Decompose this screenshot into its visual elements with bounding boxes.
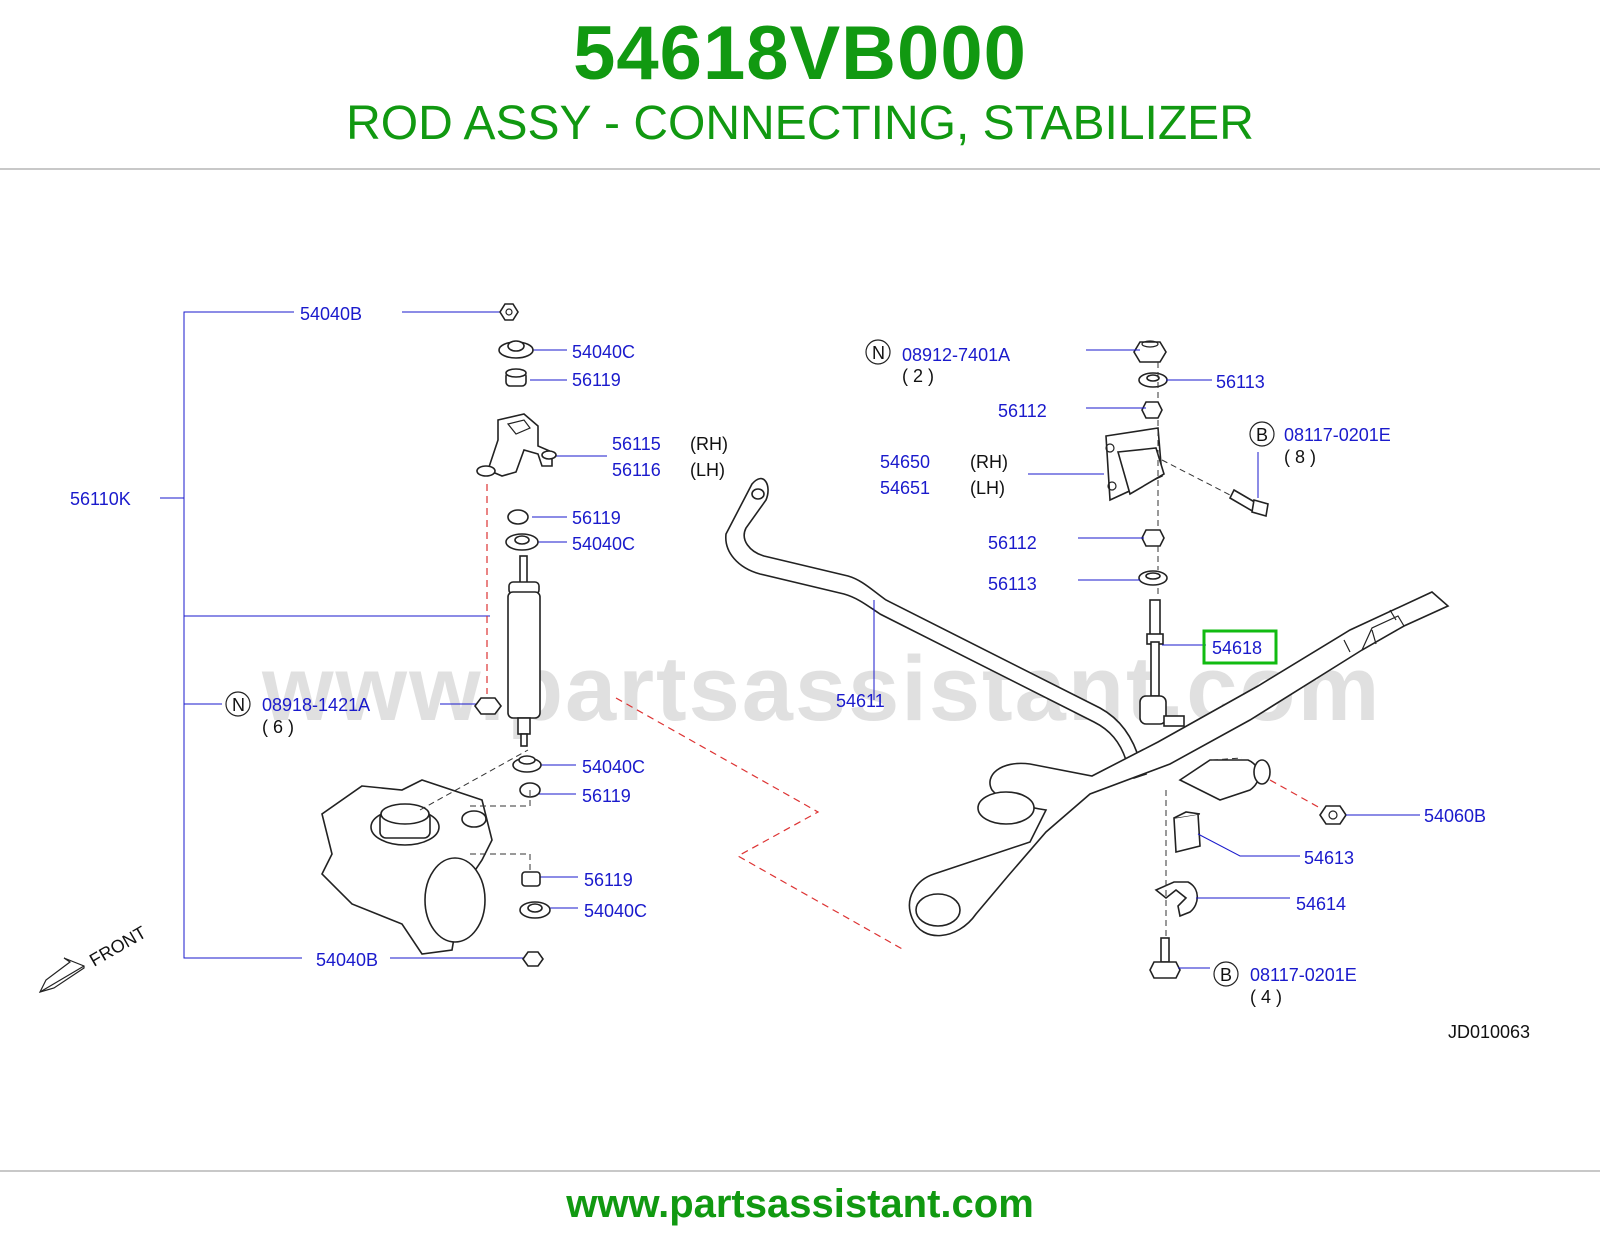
- connecting-rod-54618: [1139, 599, 1185, 727]
- label-54040c-2[interactable]: 54040C: [572, 534, 635, 554]
- label-54613[interactable]: 54613: [1304, 848, 1354, 868]
- badge-n-icon: [225, 691, 251, 717]
- label-56115[interactable]: 56115: [612, 434, 661, 454]
- label-54650[interactable]: 54650: [880, 452, 930, 472]
- label-56119-3[interactable]: 56119: [582, 786, 631, 806]
- label-56112-1[interactable]: 56112: [998, 401, 1047, 421]
- label-56119-4[interactable]: 56119: [584, 870, 633, 890]
- badge-b-icon-2: [1213, 961, 1239, 987]
- part-number: 54618VB000: [573, 11, 1027, 96]
- label-54040c-3[interactable]: 54040C: [582, 757, 645, 777]
- lower-control-arm: [908, 591, 1450, 937]
- qty-08918: ( 6 ): [262, 717, 294, 737]
- mount-bracket-54650: [1105, 427, 1165, 502]
- washer-56113-1: [1138, 372, 1168, 388]
- shock-mount-bracket: [476, 413, 557, 477]
- bushing-56112-2: [1141, 529, 1165, 547]
- nut-54040b-top: [499, 303, 519, 321]
- bushing-56119-4: [521, 871, 541, 887]
- label-54040c-1[interactable]: 54040C: [572, 342, 635, 362]
- label-56115-side: (RH): [690, 434, 728, 454]
- label-56113-1[interactable]: 56113: [1216, 372, 1265, 392]
- shock-absorber: [507, 555, 541, 747]
- label-54060b[interactable]: 54060B: [1424, 806, 1486, 826]
- header: 54618VB000 ROD ASSY - CONNECTING, STABIL…: [0, 0, 1600, 170]
- bushing-56119-1: [505, 368, 527, 387]
- washer-54040c-1: [498, 340, 534, 359]
- washer-54040c-3: [512, 755, 542, 773]
- badge-08117b: B: [1220, 965, 1232, 985]
- label-54040b-bot[interactable]: 54040B: [316, 950, 378, 970]
- badge-08912: N: [872, 343, 885, 363]
- label-54040c-4[interactable]: 54040C: [584, 901, 647, 921]
- lower-arm-housing: [321, 779, 493, 955]
- washer-54040c-4: [519, 901, 551, 919]
- bolt-08117-top: [1228, 488, 1269, 518]
- bushing-54613: [1173, 811, 1201, 854]
- qty-08912: ( 2 ): [902, 366, 934, 386]
- label-08918[interactable]: 08918-1421A: [262, 695, 370, 715]
- label-54650-side: (RH): [970, 452, 1008, 472]
- label-54651[interactable]: 54651: [880, 478, 930, 498]
- leaders-left: [390, 311, 607, 959]
- nut-54040b-bot: [522, 951, 544, 967]
- label-56119-2[interactable]: 56119: [572, 508, 621, 528]
- dash-right: [1157, 362, 1321, 938]
- badge-n-icon-2: [865, 339, 891, 365]
- footer-url[interactable]: www.partsassistant.com: [566, 1182, 1034, 1226]
- front-label: FRONT: [86, 922, 150, 970]
- label-08912[interactable]: 08912-7401A: [902, 345, 1010, 365]
- label-56110k[interactable]: 56110K: [70, 489, 131, 509]
- washer-54040c-2: [505, 533, 539, 551]
- badge-08117a: B: [1256, 425, 1268, 445]
- label-56116[interactable]: 56116: [612, 460, 661, 480]
- label-56113-2[interactable]: 56113: [988, 574, 1037, 594]
- washer-56113-2: [1138, 570, 1168, 586]
- diagram-code: JD010063: [1448, 1022, 1530, 1042]
- header-divider: [0, 168, 1600, 170]
- label-08117a[interactable]: 08117-0201E: [1284, 425, 1391, 445]
- badge-08918: N: [232, 695, 245, 715]
- dash-connector: [615, 697, 905, 951]
- front-arrow-icon: [38, 957, 85, 993]
- leaders-right: [873, 349, 1420, 969]
- label-54651-side: (LH): [970, 478, 1005, 498]
- dash-lower-left: [419, 749, 531, 872]
- bracket-56110k: [160, 311, 490, 959]
- nut-08918: [474, 697, 502, 715]
- part-title: ROD ASSY - CONNECTING, STABILIZER: [346, 97, 1254, 150]
- footer-divider: [0, 1170, 1600, 1172]
- bushing-56119-2: [507, 509, 529, 525]
- qty-08117b: ( 4 ): [1250, 987, 1282, 1007]
- label-54614[interactable]: 54614: [1296, 894, 1346, 914]
- label-08117b[interactable]: 08117-0201E: [1250, 965, 1357, 985]
- stabilizer-bar: [725, 477, 1148, 779]
- label-54040b-top[interactable]: 54040B: [300, 304, 362, 324]
- label-56112-2[interactable]: 56112: [988, 533, 1037, 553]
- clamp-54614: [1154, 881, 1199, 918]
- bushing-56112-1: [1141, 401, 1163, 419]
- label-56116-side: (LH): [690, 460, 725, 480]
- bolt-08117-bottom: [1149, 937, 1181, 979]
- label-56119-1[interactable]: 56119: [572, 370, 621, 390]
- nut-08912: [1133, 340, 1167, 363]
- highlight-box: [1202, 629, 1278, 665]
- nut-54060b: [1319, 805, 1347, 825]
- badge-b-icon: [1249, 421, 1275, 447]
- qty-08117a: ( 8 ): [1284, 447, 1316, 467]
- label-54611[interactable]: 54611: [836, 691, 885, 711]
- label-54618[interactable]: 54618: [1212, 638, 1262, 658]
